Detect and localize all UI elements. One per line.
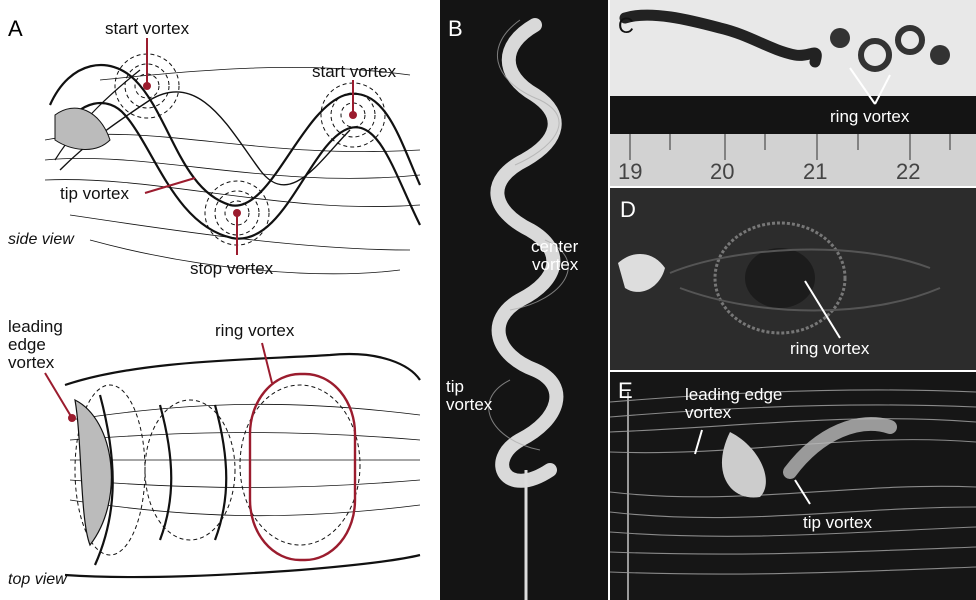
side-view-streamlines — [45, 67, 420, 273]
panel-c: C ring vortex 19 20 21 22 — [610, 0, 976, 186]
label-leading-edge-vortex-3: vortex — [8, 354, 54, 372]
label-leading-edge-vortex-e-1: leading edge — [685, 386, 782, 404]
panel-b-letter: B — [448, 17, 463, 40]
leading-edge-dot — [68, 414, 76, 422]
label-stop-vortex: stop vortex — [190, 260, 273, 278]
ruler-20: 20 — [710, 160, 734, 183]
panel-e-photo — [610, 372, 976, 600]
label-ring-vortex-c: ring vortex — [830, 108, 909, 126]
label-ring-vortex-d: ring vortex — [790, 340, 869, 358]
label-leading-edge-vortex-2: edge — [8, 336, 46, 354]
ring-vortex-outline — [250, 374, 355, 560]
panel-d-letter: D — [620, 198, 636, 221]
label-tip-vortex-b-2: vortex — [446, 396, 492, 414]
panel-b: B center vortex tip vortex — [440, 0, 608, 600]
ruler-19: 19 — [618, 160, 642, 183]
panel-a: A start vortex start vortex tip vortex s… — [0, 0, 440, 600]
panel-c-letter: C — [618, 14, 634, 37]
label-tip-vortex-b-1: tip — [446, 378, 464, 396]
side-view-wing — [55, 108, 110, 149]
label-leading-edge-vortex-1: leading — [8, 318, 63, 336]
label-top-view: top view — [8, 572, 67, 589]
label-center-vortex-2: vortex — [532, 256, 578, 274]
panel-c-photo — [610, 0, 976, 186]
label-tip-vortex: tip vortex — [60, 185, 129, 203]
label-center-vortex-1: center — [531, 238, 578, 256]
ruler-22: 22 — [896, 160, 920, 183]
panel-e-letter: E — [618, 379, 633, 402]
label-start-vortex-left: start vortex — [105, 20, 189, 38]
panel-a-drawing — [0, 0, 440, 600]
center-vortex-helix — [440, 0, 608, 600]
label-tip-vortex-e: tip vortex — [803, 514, 872, 532]
label-side-view: side view — [8, 232, 74, 249]
label-start-vortex-right: start vortex — [312, 63, 396, 81]
ruler-21: 21 — [803, 160, 827, 183]
label-leading-edge-vortex-e-2: vortex — [685, 404, 731, 422]
panel-d: D ring vortex — [610, 188, 976, 370]
panel-a-letter: A — [8, 17, 23, 40]
panel-e: E leading edge vortex tip vortex — [610, 372, 976, 600]
side-view-vortex-circles — [115, 54, 385, 245]
label-ring-vortex-a: ring vortex — [215, 322, 294, 340]
top-view-streamlines — [70, 404, 420, 515]
